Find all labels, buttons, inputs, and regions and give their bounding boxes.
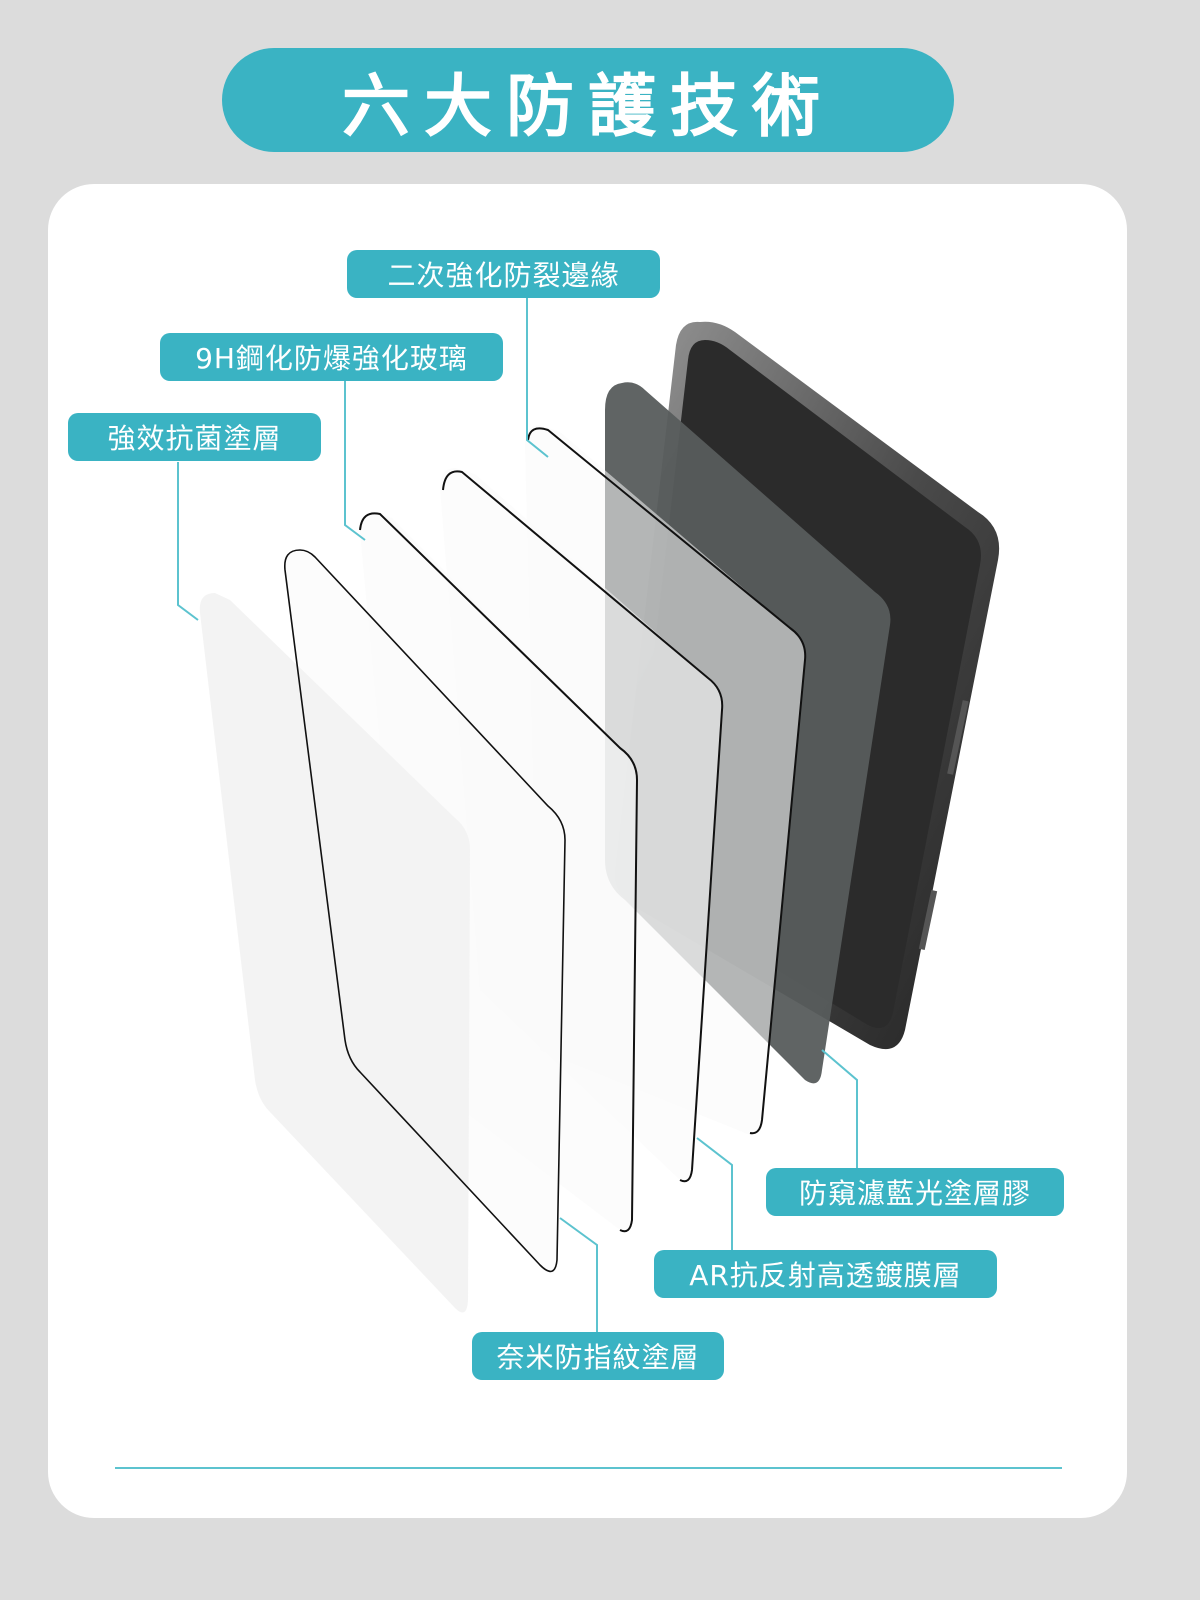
label-anti-fingerprint: 奈米防指紋塗層 bbox=[472, 1332, 724, 1380]
label-edge: 二次強化防裂邊緣 bbox=[347, 250, 660, 298]
label-privacy: 防窺濾藍光塗層膠 bbox=[766, 1168, 1064, 1216]
antibacterial-layer bbox=[199, 593, 470, 1313]
leader-lines bbox=[177, 298, 858, 1332]
bottom-divider bbox=[115, 1467, 1062, 1469]
label-anti-reflective: AR抗反射高透鍍膜層 bbox=[654, 1250, 997, 1298]
title-banner: 六大防護技術 bbox=[222, 48, 954, 152]
label-antibacterial: 強效抗菌塗層 bbox=[68, 413, 321, 461]
label-9h-glass: 9H鋼化防爆強化玻璃 bbox=[160, 333, 503, 381]
